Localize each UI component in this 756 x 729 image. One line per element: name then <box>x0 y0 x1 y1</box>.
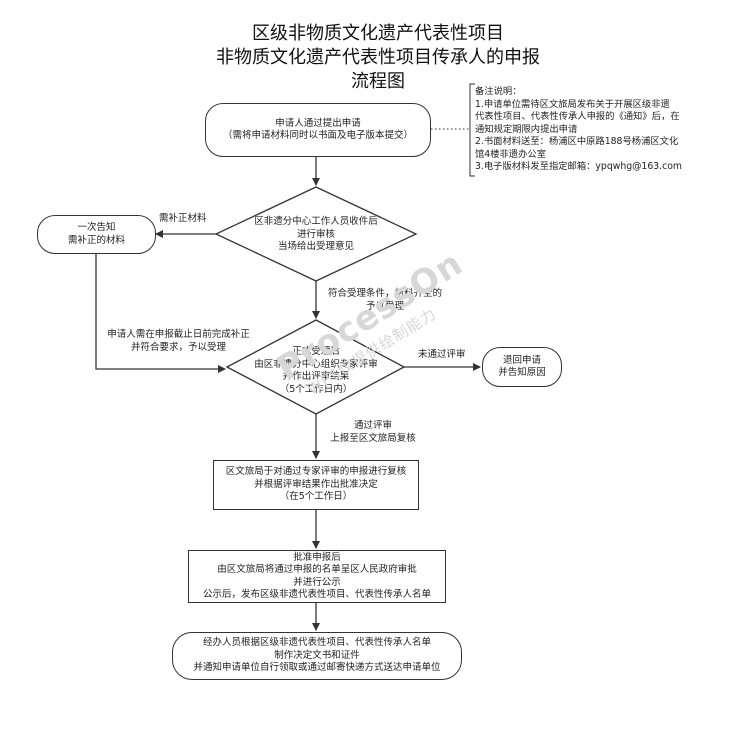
edge-label-accepted-line-1: 符合受理条件，材料齐全的 <box>327 288 442 299</box>
node-apply-line-1: 申请人通过提出申请 <box>275 117 361 129</box>
node-bureau: 区文旅局于对通过专家评审的申报进行复核 并根据评审结果作出批准决定 （在5个工作… <box>213 460 419 510</box>
edge-label-passed-line-1: 通过评审 <box>353 420 392 431</box>
node-return-line-1: 退回申请 <box>502 354 541 366</box>
note-line: 代表性项目、代表性传承人申报的《通知》后，在 <box>475 111 680 122</box>
page-title: 区级非物质文化遗产代表性项目 非物质文化遗产代表性项目传承人的申报 流程图 <box>0 22 756 94</box>
node-approve-line-1: 批准申报后 <box>293 551 341 563</box>
title-line-2: 非物质文化遗产代表性项目传承人的申报 <box>216 47 540 68</box>
edge-label-resubmit: 申请人需在申报截止日前完成补正 并符合要求，予以受理 <box>101 329 256 354</box>
note-line: 2.书面材料送至：杨浦区中原路188号杨浦区文化 <box>475 136 679 147</box>
node-bureau-line-1: 区文旅局于对通过专家评审的申报进行复核 <box>225 466 407 478</box>
node-approve-line-2: 由区文旅局将通过申报的名单呈区人民政府审批 <box>217 564 417 575</box>
node-apply-line-2: （需将申请材料同时以书面及电子版本提交） <box>222 130 413 141</box>
node-approve-line-3: 并进行公示 <box>293 576 341 588</box>
edge-label-accepted: 符合受理条件，材料齐全的 予以受理 <box>320 288 450 313</box>
edge-label-accepted-line-2: 予以受理 <box>365 300 404 312</box>
node-evaluate-line-1: 正式受理后 <box>292 346 340 357</box>
note-line: 3.电子版材料发至指定邮箱：ypqwhg@163.com <box>475 161 682 172</box>
node-review: 区非遗分中心工作人员收件后 进行审核 当场给出受理意见 <box>236 216 396 254</box>
node-approve: 批准申报后 由区文旅局将通过申报的名单呈区人民政府审批 并进行公示 公示后，发布… <box>188 550 446 603</box>
node-final-line-3: 并通知申请单位自行领取或通过邮寄快递方式送达申请单位 <box>193 662 441 674</box>
node-final: 经办人员根据区级非遗代表性项目、代表性传承人名单 制作决定文书和证件 并通知申请… <box>172 632 462 680</box>
edge-label-passed: 通过评审 上报至区文旅局复核 <box>318 420 428 445</box>
node-apply: 申请人通过提出申请 （需将申请材料同时以书面及电子版本提交） <box>205 103 431 157</box>
edge-label-resubmit-line-1: 申请人需在申报截止日前完成补正 <box>107 329 250 340</box>
note-line: 1.申请单位需待区文旅局发布关于开展区级非遗 <box>475 98 670 110</box>
node-evaluate-line-4: （5个工作日内） <box>279 383 353 395</box>
title-line-3: 流程图 <box>351 71 405 92</box>
node-final-line-2: 制作决定文书和证件 <box>274 649 360 661</box>
node-evaluate-line-2: 由区非遗分中心组织专家评审 <box>254 358 378 370</box>
node-notify-line-2: 需补正的材料 <box>67 234 125 246</box>
edge-label-resubmit-line-2: 并符合要求，予以受理 <box>130 341 226 353</box>
node-review-line-1: 区非遗分中心工作人员收件后 <box>254 216 378 227</box>
node-notify: 一次告知 需补正的材料 <box>37 215 156 254</box>
node-bureau-line-2: 并根据评审结果作出批准决定 <box>254 478 378 490</box>
note-line: 通知规定期限内提出申请 <box>475 123 578 135</box>
note-heading: 备注说明： <box>475 86 522 97</box>
arrow-notify-to-evaluate <box>95 254 226 373</box>
node-return-line-2: 并告知原因 <box>498 367 546 378</box>
note-block: 备注说明： 1.申请单位需待区文旅局发布关于开展区级非遗 代表性项目、代表性传承… <box>475 86 682 174</box>
node-bureau-line-3: （在5个工作日） <box>279 491 353 503</box>
edge-label-supplement: 需补正材料 <box>159 213 207 224</box>
node-final-line-1: 经办人员根据区级非遗代表性项目、代表性传承人名单 <box>202 637 431 649</box>
node-notify-line-1: 一次告知 <box>77 222 116 233</box>
node-review-line-2: 进行审核 <box>296 228 335 240</box>
node-review-line-3: 当场给出受理意见 <box>277 241 354 252</box>
node-approve-line-4: 公示后，发布区级非遗代表性项目、代表性传承人名单 <box>202 589 431 600</box>
note-bracket <box>469 83 475 177</box>
node-evaluate: 正式受理后 由区非遗分中心组织专家评审 并作出评审结果 （5个工作日内） <box>241 346 391 396</box>
edge-label-rejected: 未通过评审 <box>418 349 466 360</box>
title-line-1: 区级非物质文化遗产代表性项目 <box>252 23 504 44</box>
node-return: 退回申请 并告知原因 <box>482 347 562 387</box>
edge-label-passed-line-2: 上报至区文旅局复核 <box>330 432 416 444</box>
node-evaluate-line-3: 并作出评审结果 <box>282 371 350 382</box>
note-line: 馆4楼非遗办公室 <box>475 148 546 160</box>
